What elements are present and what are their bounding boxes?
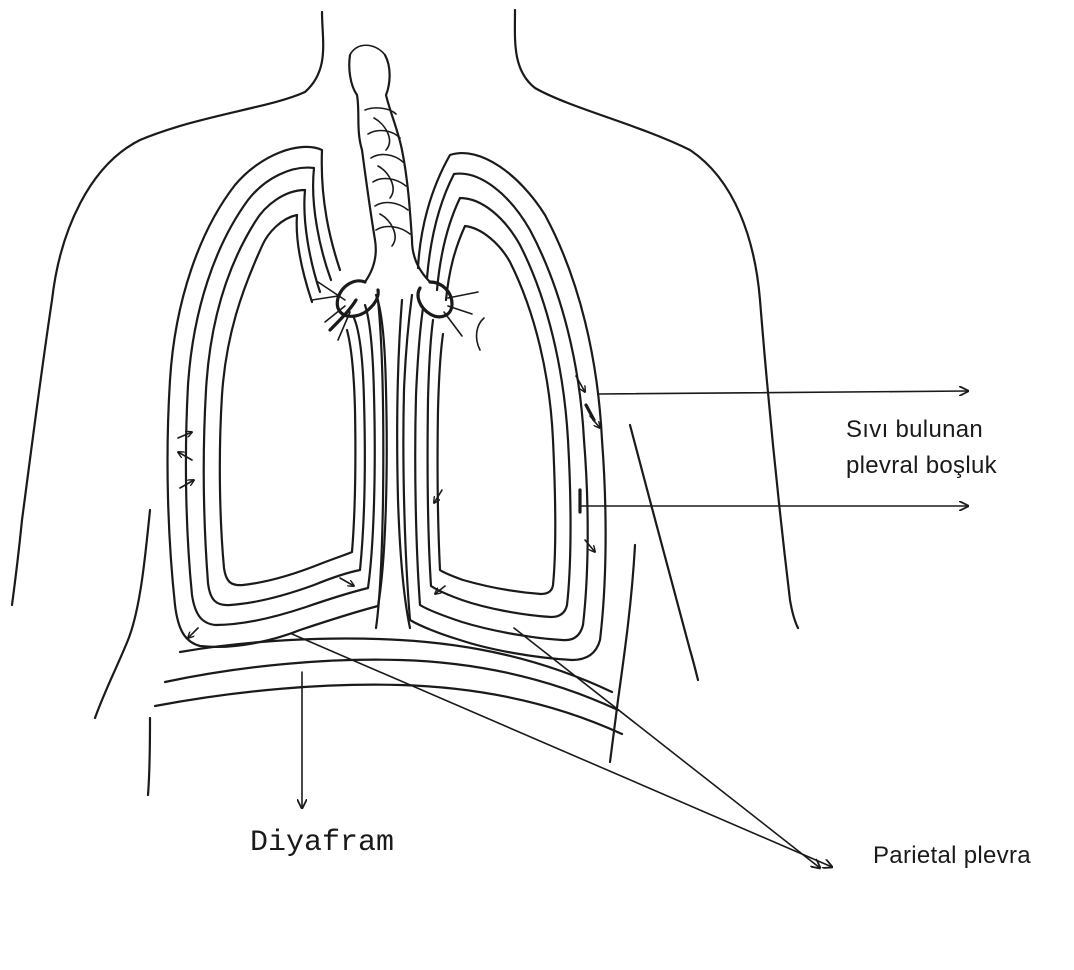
parietal-pleura-arrow-right [514,628,820,868]
trachea [312,45,484,350]
mediastinum [376,300,410,628]
parietal-pleura-label: Parietal plevra [873,842,1031,870]
pleural-space-arrow-upper [598,391,968,394]
left-lung [168,147,387,647]
pleural-space-label-line2: plevral boşluk [846,452,997,480]
body-outline [12,10,798,795]
pleural-space-label-line1: Sıvı bulunan [846,416,983,444]
diaphragm-bands [155,639,622,735]
right-lung [403,153,605,660]
diaphragm-label: Diyafram [250,826,394,860]
